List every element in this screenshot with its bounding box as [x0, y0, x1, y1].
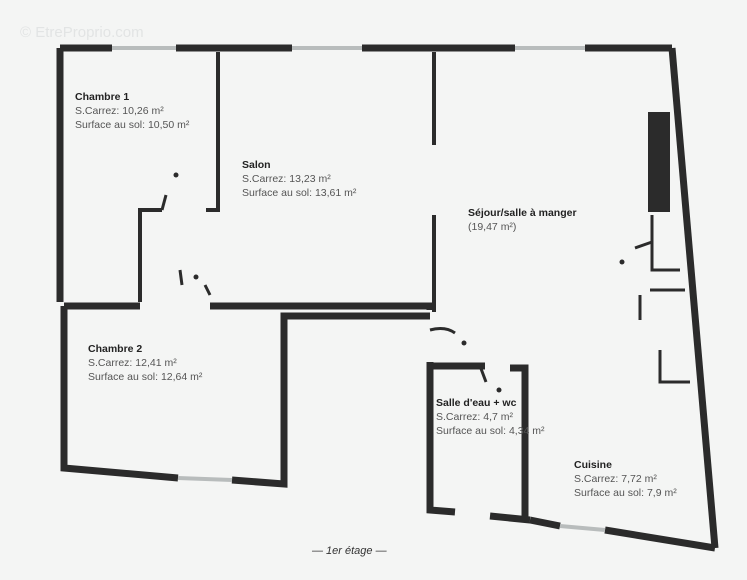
- door-hinge: [193, 274, 199, 280]
- room-salon: Salon S.Carrez: 13,23 m² Surface au sol:…: [242, 158, 356, 200]
- floor-label: — 1er étage —: [312, 545, 387, 557]
- door-swing: [429, 327, 456, 335]
- room-carrez: S.Carrez: 13,23 m²: [242, 173, 331, 185]
- wall-chambre1-door: [138, 208, 162, 302]
- room-chambre-1: Chambre 1 S.Carrez: 10,26 m² Surface au …: [75, 90, 189, 132]
- wall-right-closets: [638, 215, 690, 384]
- room-name: Salon: [242, 159, 271, 171]
- wall-bottom: [529, 516, 716, 552]
- room-carrez: S.Carrez: 12,41 m²: [88, 357, 177, 369]
- door-hinge: [619, 259, 625, 265]
- wall-chambre1-right: [206, 52, 220, 212]
- door-hinge: [496, 387, 502, 393]
- wall-right: [668, 47, 719, 549]
- window: [177, 476, 233, 482]
- room-floor-area: Surface au sol: 4,34 m²: [436, 425, 545, 437]
- room-carrez: S.Carrez: 4,7 m²: [436, 411, 514, 423]
- room-floor-area: Surface au sol: 10,50 m²: [75, 119, 190, 131]
- room-floor-area: Surface au sol: 13,61 m²: [242, 187, 357, 199]
- room-floor-area: Surface au sol: 7,9 m²: [574, 487, 677, 499]
- wall-chambre2: [60, 306, 430, 488]
- chimney: [648, 112, 670, 212]
- wall-salle-eau: [426, 362, 531, 524]
- door-swing: [160, 194, 168, 211]
- door-swing: [478, 365, 488, 383]
- door-hinge: [173, 172, 179, 178]
- room-chambre-2: Chambre 2 S.Carrez: 12,41 m² Surface au …: [88, 342, 202, 384]
- room-floor-area: Surface au sol: 12,64 m²: [88, 371, 203, 383]
- room-sejour: Séjour/salle à manger (19,47 m²): [468, 206, 577, 234]
- room-salle-eau: Salle d'eau + wc S.Carrez: 4,7 m² Surfac…: [436, 396, 545, 438]
- room-name: Séjour/salle à manger: [468, 207, 577, 219]
- door-swing: [178, 269, 212, 296]
- room-cuisine: Cuisine S.Carrez: 7,72 m² Surface au sol…: [574, 458, 677, 500]
- room-carrez: S.Carrez: 10,26 m²: [75, 105, 164, 117]
- room-carrez: (19,47 m²): [468, 221, 517, 233]
- door-swing: [634, 240, 653, 250]
- room-name: Chambre 2: [88, 343, 143, 355]
- window: [559, 524, 606, 532]
- room-carrez: S.Carrez: 7,72 m²: [574, 473, 657, 485]
- room-name: Chambre 1: [75, 91, 130, 103]
- room-name: Cuisine: [574, 459, 612, 471]
- wall-salon-bottom: [64, 302, 434, 310]
- watermark: © EtreProprio.com: [20, 24, 144, 41]
- room-name: Salle d'eau + wc: [436, 397, 517, 409]
- door-hinge: [461, 340, 467, 346]
